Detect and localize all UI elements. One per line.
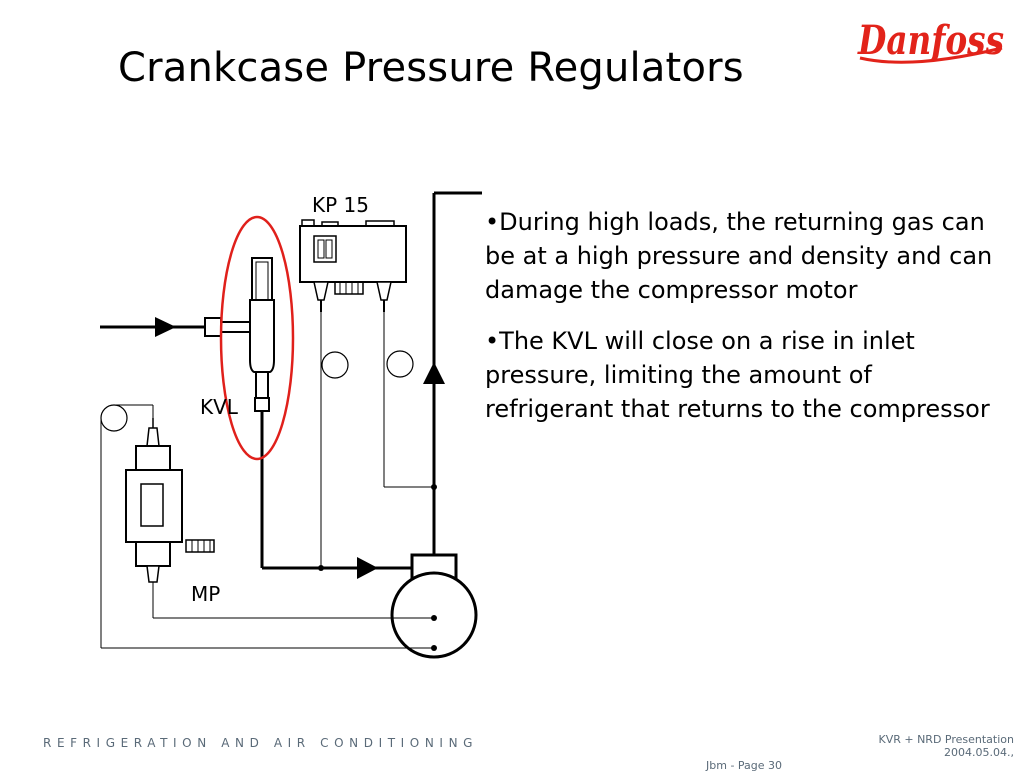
inlet-flow-arrow <box>155 317 176 337</box>
mp-switch <box>125 418 215 583</box>
bullet-list: •During high loads, the returning gas ca… <box>485 205 995 443</box>
logo-text: Danfoss <box>857 17 1004 64</box>
footer-presentation-info: KVR + NRD Presentation 2004.05.04., <box>878 733 1014 759</box>
kp15-switch <box>299 219 407 312</box>
kvl-inlet-fitting <box>204 317 222 337</box>
kp15-high-coil <box>386 350 414 378</box>
mp-label: MP <box>191 582 220 606</box>
footer-page-number: Jbm - Page 30 <box>706 759 783 772</box>
kvl-valve <box>249 257 275 412</box>
discharge-flow-arrow <box>423 362 445 384</box>
kp15-low-coil <box>321 351 349 379</box>
mp-coil <box>100 404 128 432</box>
kvl-label: KVL <box>200 395 239 419</box>
slide-title: Crankcase Pressure Regulators <box>118 45 744 91</box>
footer-date: 2004.05.04., <box>944 746 1014 759</box>
footer-company-line: REFRIGERATION AND AIR CONDITIONING <box>43 736 479 750</box>
bullet-item-1: •During high loads, the returning gas ca… <box>485 208 993 304</box>
suction-flow-arrow <box>357 557 378 579</box>
danfoss-logo: Danfoss <box>857 17 1004 64</box>
bullet-item-2: •The KVL will close on a rise in inlet p… <box>485 327 990 423</box>
kp15-label: KP 15 <box>312 193 369 217</box>
compressor <box>390 553 478 659</box>
footer-presentation-name: KVR + NRD Presentation <box>878 733 1014 746</box>
kvl-highlight-ellipse <box>219 215 295 461</box>
